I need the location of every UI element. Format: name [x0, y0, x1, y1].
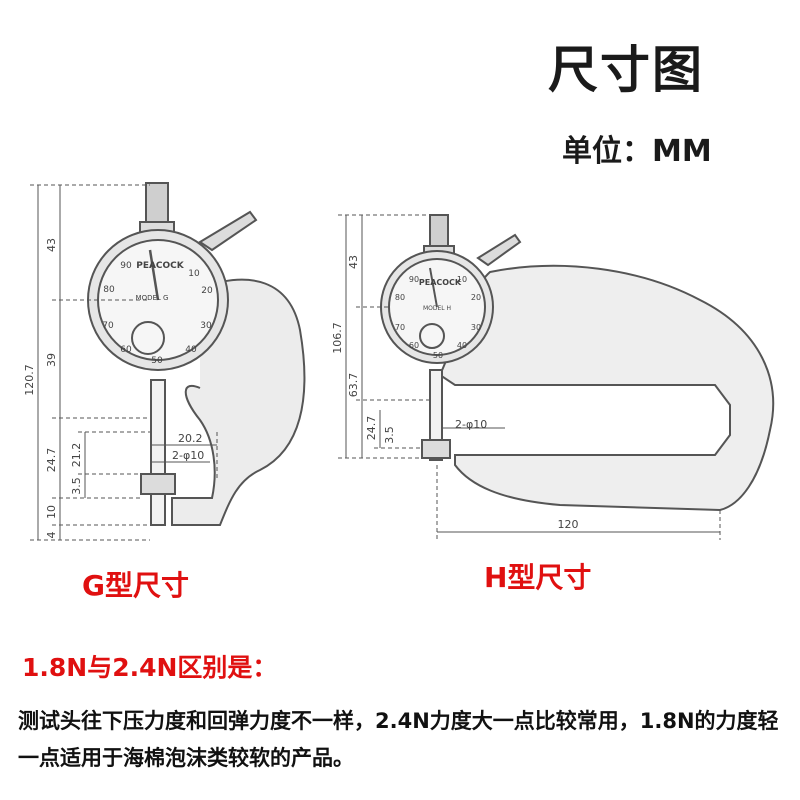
- g-tick: 60: [120, 345, 132, 355]
- h-tick: 30: [471, 323, 481, 332]
- g-dim-20-2: 20.2: [178, 432, 203, 445]
- h-dim-43: 43: [347, 255, 360, 269]
- h-knob: [429, 214, 449, 248]
- h-tick: 80: [395, 293, 405, 302]
- g-tick: 40: [185, 345, 197, 355]
- h-dim-phi: 2-φ10: [455, 418, 487, 431]
- g-dim-total: 120.7: [23, 364, 36, 396]
- g-tick: 80: [103, 285, 115, 295]
- g-lever: [198, 210, 258, 252]
- h-type-gauge: [380, 214, 775, 512]
- h-dial-model: MODEL H: [423, 305, 451, 312]
- g-tick: 20: [201, 286, 213, 296]
- page-title: 尺寸图: [548, 41, 704, 99]
- h-tick: 20: [471, 293, 481, 302]
- g-type-caption: G型尺寸: [82, 569, 189, 602]
- h-dim-63-7: 63.7: [347, 373, 360, 398]
- h-dim-total: 106.7: [331, 322, 344, 354]
- h-anvil: [421, 439, 451, 459]
- h-lever: [476, 233, 522, 267]
- difference-description: 测试头往下压力度和回弹力度不一样，2.4N力度大一点比较常用，1.8N的力度轻一…: [18, 709, 779, 770]
- dimension-drawing: PEACOCK MODEL G 90 10 80 20 70 30 60 40 …: [23, 182, 775, 541]
- h-type-caption: H型尺寸: [484, 561, 592, 594]
- g-dim-21-2: 21.2: [70, 443, 83, 468]
- h-stem: [429, 369, 443, 461]
- g-dial-model: MODEL G: [136, 294, 169, 302]
- h-tick: 60: [409, 341, 419, 350]
- h-subdial: [419, 323, 445, 349]
- h-dim-24-7: 24.7: [365, 416, 378, 441]
- h-tick: 70: [395, 323, 405, 332]
- g-type-gauge: [87, 182, 306, 526]
- h-tick: 10: [457, 275, 467, 284]
- g-dim-43: 43: [45, 238, 58, 252]
- h-tick: 50: [433, 351, 443, 360]
- g-tick: 70: [102, 321, 114, 331]
- g-dim-10: 10: [45, 505, 58, 519]
- g-tick: 30: [200, 321, 212, 331]
- g-dim-3-5: 3.5: [70, 477, 83, 495]
- g-stem: [150, 379, 166, 526]
- g-dim-phi: 2-φ10: [172, 449, 204, 462]
- g-subdial: [131, 321, 165, 355]
- h-frame: [438, 264, 775, 512]
- h-dim-3-5: 3.5: [383, 426, 396, 444]
- h-dial-brand: PEACOCK: [419, 278, 462, 287]
- g-tick: 90: [120, 261, 132, 271]
- g-tick: 50: [151, 356, 163, 366]
- h-tick: 40: [457, 341, 467, 350]
- g-dim-39: 39: [45, 353, 58, 367]
- g-knob: [145, 182, 169, 224]
- g-dial-brand: PEACOCK: [136, 261, 185, 271]
- g-anvil: [140, 473, 176, 495]
- unit-label: 单位：MM: [562, 134, 712, 169]
- g-dim-4: 4: [45, 532, 58, 539]
- g-tick: 10: [188, 269, 200, 279]
- g-dim-24-7: 24.7: [45, 448, 58, 473]
- h-tick: 90: [409, 275, 419, 284]
- h-dim-120: 120: [558, 518, 579, 531]
- difference-title: 1.8N与2.4N区别是：: [22, 653, 278, 682]
